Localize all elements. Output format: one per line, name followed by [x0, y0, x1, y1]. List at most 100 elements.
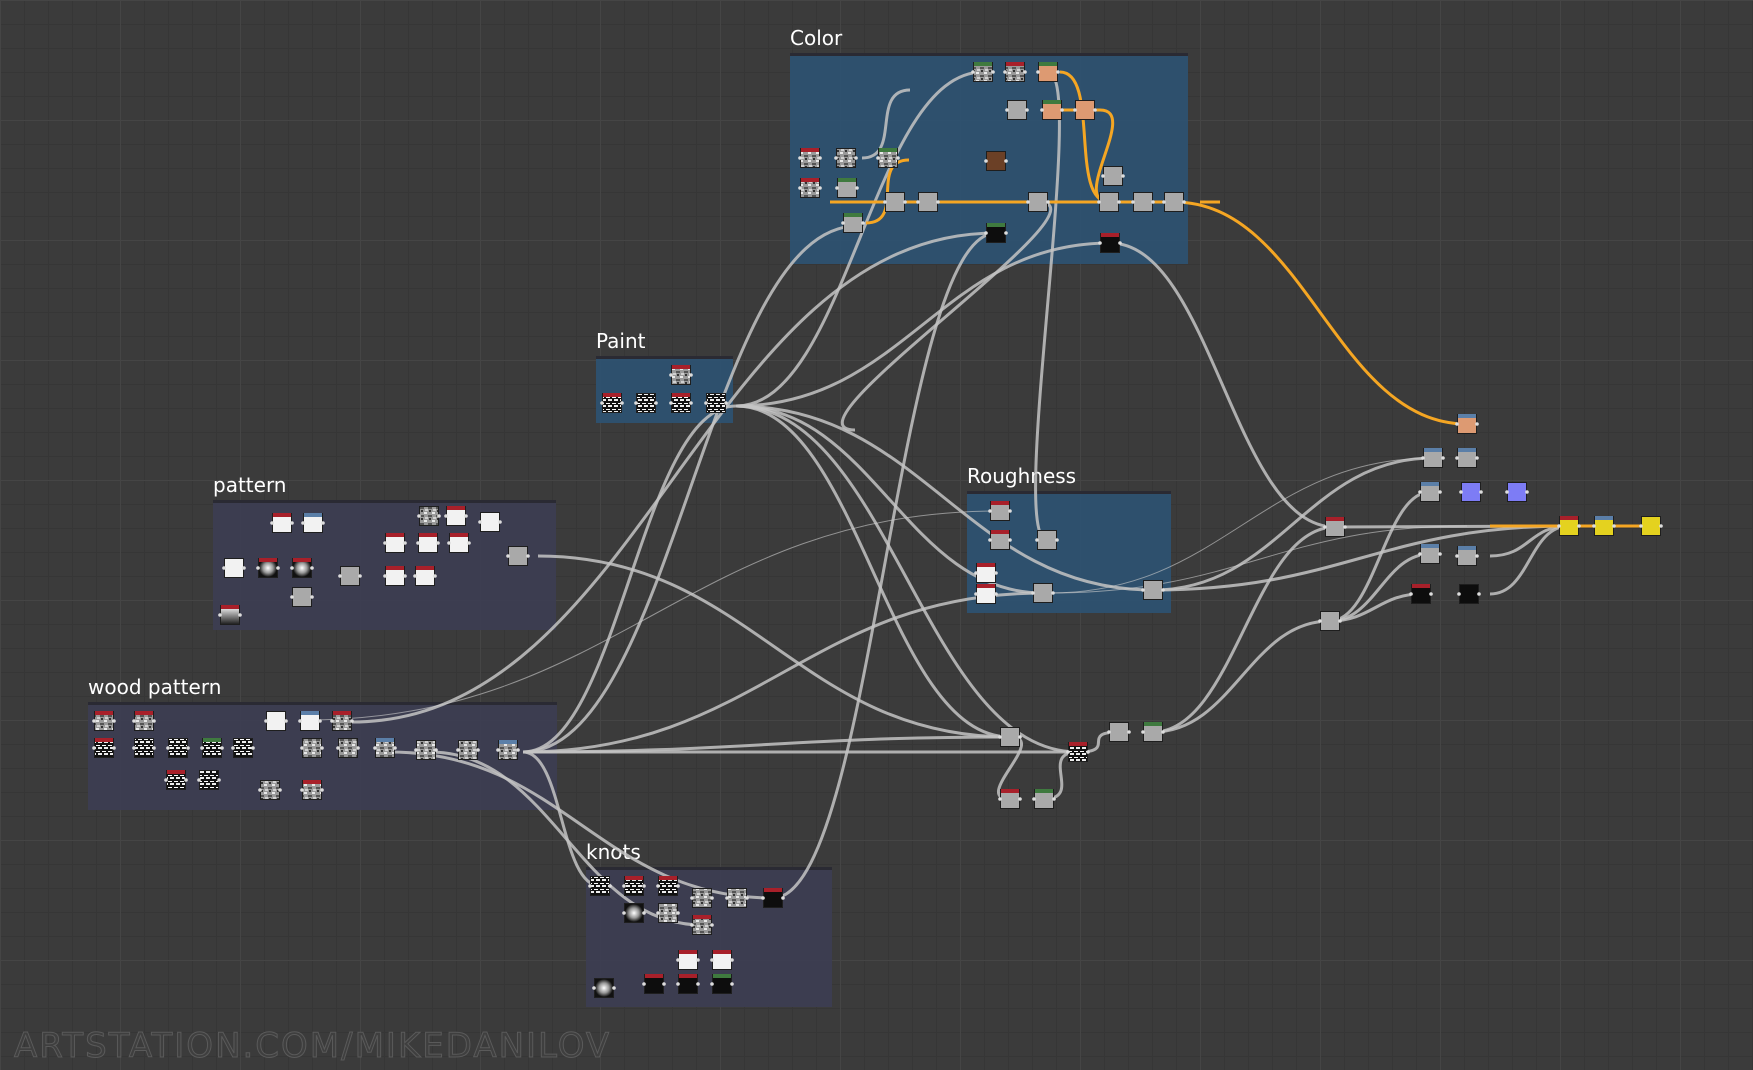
graph-node[interactable]: [1323, 517, 1347, 537]
node-input-port[interactable]: [916, 200, 920, 204]
connection-wire[interactable]: [522, 591, 1044, 754]
graph-node[interactable]: [300, 738, 324, 758]
node-input-port[interactable]: [1418, 490, 1422, 494]
graph-node[interactable]: [971, 62, 995, 82]
graph-node[interactable]: [1066, 742, 1090, 762]
graph-node[interactable]: [998, 727, 1022, 747]
thin-connection-wire[interactable]: [303, 510, 1001, 721]
frame-title[interactable]: pattern: [213, 473, 287, 497]
graph-node[interactable]: [1639, 516, 1663, 536]
graph-node[interactable]: [834, 148, 858, 168]
graph-node[interactable]: [916, 192, 940, 212]
node-input-port[interactable]: [835, 186, 839, 190]
graph-node[interactable]: [1141, 722, 1165, 742]
node-input-port[interactable]: [218, 613, 222, 617]
connection-wire[interactable]: [429, 750, 703, 927]
graph-node[interactable]: [622, 903, 646, 923]
node-output-port[interactable]: [1475, 422, 1479, 426]
node-output-port[interactable]: [745, 896, 749, 900]
node-output-port[interactable]: [1475, 554, 1479, 558]
graph-node[interactable]: [290, 587, 314, 607]
node-input-port[interactable]: [883, 200, 887, 204]
graph-node[interactable]: [725, 888, 749, 908]
connection-wire[interactable]: [772, 231, 997, 900]
node-input-port[interactable]: [92, 719, 96, 723]
node-input-port[interactable]: [336, 746, 340, 750]
node-output-port[interactable]: [1056, 70, 1060, 74]
node-input-port[interactable]: [634, 401, 638, 405]
connection-wire[interactable]: [840, 200, 1053, 432]
node-input-port[interactable]: [258, 788, 262, 792]
graph-node[interactable]: [373, 738, 397, 758]
graph-node[interactable]: [200, 738, 224, 758]
node-input-port[interactable]: [1026, 200, 1030, 204]
graph-node[interactable]: [690, 915, 714, 935]
node-input-port[interactable]: [496, 748, 500, 752]
node-output-port[interactable]: [730, 958, 734, 962]
node-input-port[interactable]: [1031, 591, 1035, 595]
node-input-port[interactable]: [622, 884, 626, 888]
node-output-port[interactable]: [436, 541, 440, 545]
node-output-port[interactable]: [1182, 200, 1186, 204]
graph-node[interactable]: [704, 393, 728, 413]
node-input-port[interactable]: [200, 746, 204, 750]
connection-wire[interactable]: [537, 554, 1011, 739]
frame-title[interactable]: Roughness: [967, 464, 1076, 488]
connection-wire[interactable]: [1152, 524, 1570, 592]
node-output-port[interactable]: [1023, 70, 1027, 74]
node-output-port[interactable]: [1659, 524, 1663, 528]
frame-title[interactable]: Paint: [596, 329, 646, 353]
node-input-port[interactable]: [1457, 592, 1461, 596]
connection-wire[interactable]: [735, 241, 1111, 408]
node-output-port[interactable]: [676, 911, 680, 915]
node-input-port[interactable]: [600, 401, 604, 405]
node-output-port[interactable]: [152, 746, 156, 750]
node-output-port[interactable]: [220, 746, 224, 750]
node-output-port[interactable]: [403, 541, 407, 545]
node-output-port[interactable]: [1525, 490, 1529, 494]
connection-wire[interactable]: [861, 88, 911, 160]
graph-node[interactable]: [841, 213, 865, 233]
graph-node[interactable]: [634, 393, 658, 413]
graph-node[interactable]: [413, 566, 437, 586]
node-input-port[interactable]: [478, 520, 482, 524]
node-output-port[interactable]: [781, 896, 785, 900]
frame-title[interactable]: Color: [790, 26, 843, 50]
graph-node[interactable]: [1162, 192, 1186, 212]
node-output-port[interactable]: [393, 746, 397, 750]
node-input-port[interactable]: [1421, 456, 1425, 460]
node-output-port[interactable]: [1093, 108, 1097, 112]
graph-node[interactable]: [383, 566, 407, 586]
node-input-port[interactable]: [761, 896, 765, 900]
node-input-port[interactable]: [676, 958, 680, 962]
connection-wire[interactable]: [735, 404, 1044, 595]
graph-node[interactable]: [417, 506, 441, 526]
graph-node[interactable]: [270, 513, 294, 533]
node-input-port[interactable]: [264, 719, 268, 723]
graph-node[interactable]: [883, 192, 907, 212]
node-input-port[interactable]: [656, 911, 660, 915]
node-input-port[interactable]: [676, 982, 680, 986]
graph-node[interactable]: [1031, 583, 1055, 603]
graph-node[interactable]: [300, 780, 324, 800]
node-output-port[interactable]: [1117, 200, 1121, 204]
graph-node[interactable]: [338, 566, 362, 586]
color-connection-wire[interactable]: [865, 158, 910, 225]
node-output-port[interactable]: [1438, 552, 1442, 556]
graph-node[interactable]: [1457, 584, 1481, 604]
node-input-port[interactable]: [413, 574, 417, 578]
graph-node[interactable]: [414, 740, 438, 760]
graph-node[interactable]: [416, 533, 440, 553]
graph-node[interactable]: [301, 513, 325, 533]
node-output-port[interactable]: [730, 982, 734, 986]
node-output-port[interactable]: [1025, 108, 1029, 112]
node-output-port[interactable]: [1161, 588, 1165, 592]
graph-node[interactable]: [92, 711, 116, 731]
graph-node[interactable]: [166, 738, 190, 758]
node-input-port[interactable]: [642, 982, 646, 986]
node-output-port[interactable]: [994, 592, 998, 596]
graph-node[interactable]: [264, 711, 288, 731]
graph-node[interactable]: [1505, 482, 1529, 502]
node-input-port[interactable]: [984, 231, 988, 235]
graph-node[interactable]: [988, 530, 1012, 550]
